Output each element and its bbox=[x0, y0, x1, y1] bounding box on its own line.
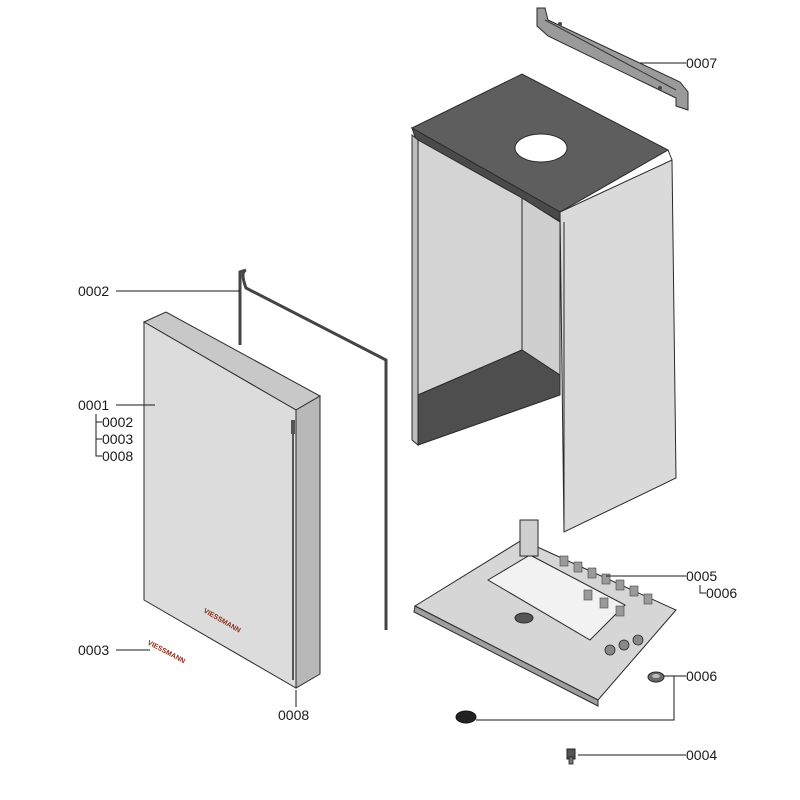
label-casing-base: 0005 bbox=[686, 568, 718, 584]
label-logo: 0003 bbox=[78, 642, 110, 658]
front-panel: VIESSMANN bbox=[142, 311, 322, 689]
clip-part bbox=[566, 748, 576, 765]
label-gasket: 0002 bbox=[78, 283, 110, 299]
boiler-casing bbox=[410, 73, 677, 533]
label-grommet: 0006 bbox=[686, 668, 718, 684]
label-sub-logo: 0003 bbox=[102, 431, 134, 447]
label-bracket: 0007 bbox=[686, 55, 718, 71]
casing-base-tray bbox=[413, 519, 677, 707]
label-clip: 0004 bbox=[686, 747, 718, 763]
wall-bracket bbox=[536, 7, 689, 111]
grommet-large bbox=[455, 710, 477, 724]
logo-badge: VIESSMANN bbox=[146, 640, 186, 666]
door-gasket bbox=[238, 268, 388, 630]
label-trim-strip: 0008 bbox=[278, 707, 310, 723]
leader-lines bbox=[95, 62, 706, 756]
label-sub-trim: 0008 bbox=[102, 448, 134, 464]
label-base-grommet-sub: 0006 bbox=[706, 585, 738, 601]
label-sub-gasket: 0002 bbox=[102, 414, 134, 430]
label-front-panel: 0001 bbox=[78, 397, 110, 413]
